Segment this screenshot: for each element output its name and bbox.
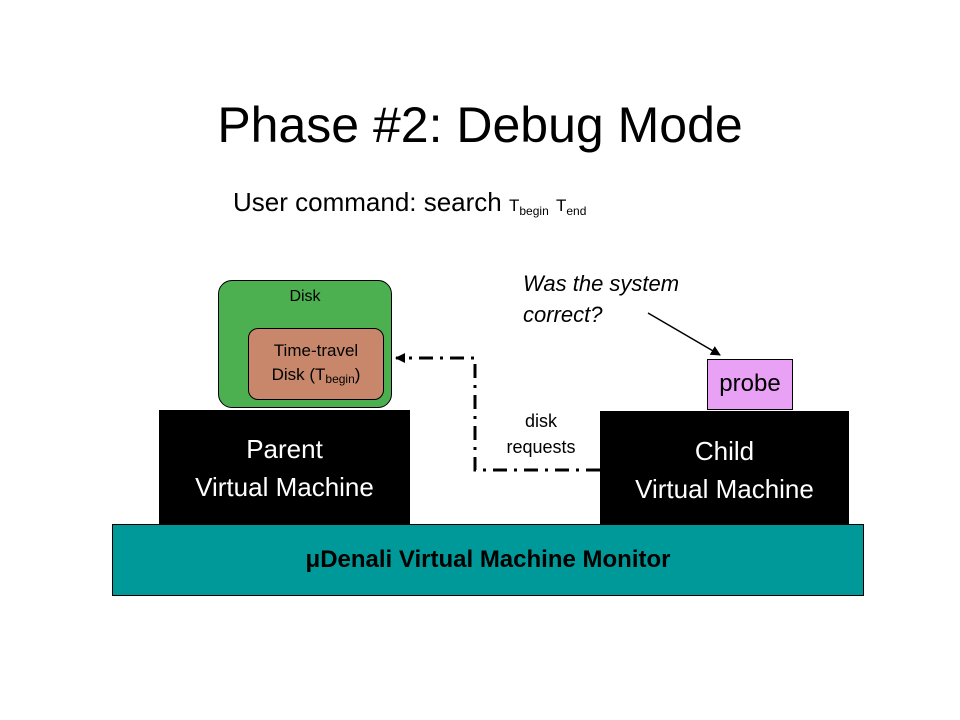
disk-requests-label: disk requests: [486, 408, 596, 460]
user-command-text: User command: search Tbegin Tend: [233, 186, 586, 227]
time-travel-disk-line2: Disk (Tbegin): [271, 365, 361, 386]
time-travel-disk: Time-travel Disk (Tbegin): [248, 328, 384, 400]
child-vm-line1: Child: [694, 436, 755, 466]
child-vm-line2: Virtual Machine: [635, 474, 814, 504]
mu-symbol: μ: [305, 546, 321, 573]
disk-label: Disk: [289, 288, 321, 305]
disk-requests-line2: requests: [506, 437, 576, 457]
slide-title: Phase #2: Debug Mode: [217, 97, 743, 153]
t-end: Tend: [555, 196, 587, 218]
child-vm-box: Child Virtual Machine: [600, 411, 849, 526]
disk-requests-line1: disk: [524, 411, 557, 431]
monitor-label: Denali Virtual Machine Monitor: [320, 546, 671, 573]
parent-vm-line1: Parent: [246, 434, 323, 464]
probe-box: probe: [707, 359, 793, 410]
parent-vm-box: Parent Virtual Machine: [159, 410, 410, 526]
time-travel-disk-line1: Time-travel: [273, 341, 359, 360]
question-line2: correct?: [523, 302, 603, 327]
question-line1: Was the system: [523, 271, 680, 296]
parent-vm-line2: Virtual Machine: [195, 472, 374, 502]
t-begin: Tbegin: [508, 196, 549, 218]
user-command-prefix: User command: search: [233, 187, 509, 217]
denali-monitor-box: μDenali Virtual Machine Monitor: [112, 524, 864, 596]
correctness-question: Was the system correct?: [523, 268, 679, 330]
